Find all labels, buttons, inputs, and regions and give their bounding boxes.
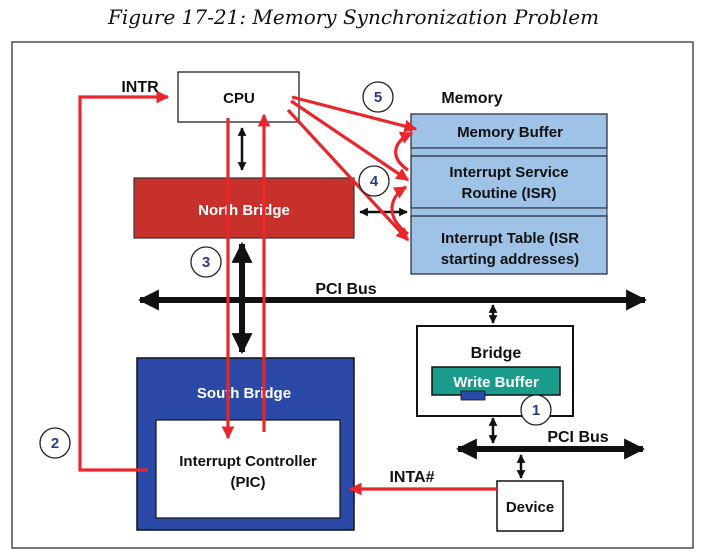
interrupt-table-label-line2: starting addresses)	[441, 251, 579, 268]
pci-bus-top-label: PCI Bus	[315, 281, 376, 298]
step-1-circle	[520, 394, 552, 426]
interrupt-table-label-line1: Interrupt Table (ISR	[441, 230, 579, 247]
memory-buffer-region	[410, 113, 608, 149]
cpu-box	[177, 71, 300, 123]
pic-label-line2: (PIC)	[231, 474, 266, 491]
write-buffer-box	[431, 366, 561, 396]
memory-title: Memory	[441, 90, 502, 107]
device-label: Device	[506, 499, 554, 516]
step-3-circle	[190, 246, 222, 278]
memory-block: Memory Buffer Interrupt Service Routine …	[410, 113, 608, 275]
cpu-to-isr-arrow	[290, 99, 410, 182]
bridge-label: Bridge	[471, 345, 522, 362]
pci-bus-right-label: PCI Bus	[547, 429, 608, 446]
intr-label: INTR	[121, 79, 159, 96]
step4-table-to-isr-arc	[390, 185, 409, 236]
pic-box	[155, 419, 341, 519]
step-4-circle	[358, 165, 390, 197]
step-1-label: 1	[532, 402, 540, 419]
intr-arrow	[78, 90, 170, 472]
isr-label-line2: Routine (ISR)	[462, 185, 557, 202]
north-bridge-label: North Bridge	[198, 202, 290, 219]
device-box	[496, 480, 564, 532]
step5-isr-to-buffer-arc	[394, 131, 414, 172]
memory-gap-1	[410, 147, 608, 157]
step-2-label: 2	[51, 435, 59, 452]
write-buffer-entry	[460, 390, 486, 401]
south-bridge-label: South Bridge	[197, 385, 291, 402]
figure-caption: Figure 17-21: Memory Synchronization Pro…	[107, 5, 600, 29]
cpu-label: CPU	[223, 90, 255, 107]
write-buffer-label: Write Buffer	[453, 374, 539, 391]
step-4-label: 4	[370, 173, 379, 190]
step-5-circle	[362, 81, 394, 113]
north-bridge-box	[133, 177, 355, 239]
signal-arrows	[78, 90, 497, 496]
inta-label: INTA#	[389, 469, 434, 486]
cpu-to-memory-buffer-arrow	[291, 95, 418, 133]
pic-label-line1: Interrupt Controller	[179, 453, 317, 470]
memory-gap-2	[410, 207, 608, 217]
isr-label-line1: Interrupt Service	[449, 164, 568, 181]
memory-buffer-label: Memory Buffer	[457, 124, 563, 141]
step-2-circle	[39, 427, 71, 459]
isr-region	[410, 155, 608, 209]
step-markers: 1 2 3 4 5	[39, 81, 552, 459]
bus-connections	[137, 127, 648, 479]
step-5-label: 5	[374, 89, 382, 106]
step-3-label: 3	[202, 254, 210, 271]
interrupt-table-region	[410, 215, 608, 275]
cpu-to-interrupt-table-arrow	[286, 108, 410, 242]
